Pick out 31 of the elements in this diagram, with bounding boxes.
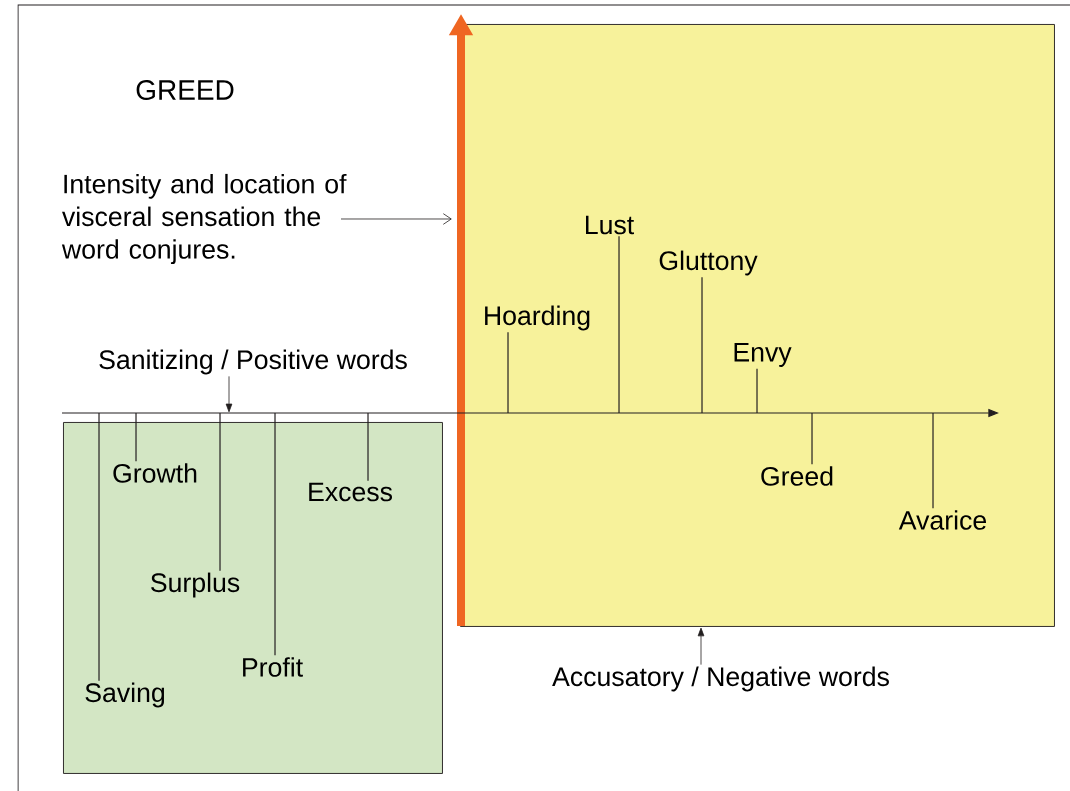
- word-label: Avarice: [898, 510, 986, 530]
- leader-line: [367, 412, 369, 482]
- leader-line: [811, 412, 813, 465]
- leader-line: [219, 412, 221, 572]
- word-label: Greed: [761, 466, 833, 486]
- arrow: [225, 375, 233, 413]
- word-group-box: [460, 24, 1055, 627]
- leader-line: [618, 235, 620, 414]
- word-label: Excess: [309, 482, 392, 502]
- description-text: Intensity and location of visceral sensation the word conjures.: [61, 173, 347, 265]
- leader-line: [98, 412, 100, 682]
- word-label: Hoarding: [485, 305, 590, 331]
- leader-line: [701, 276, 703, 414]
- word-label: Saving: [85, 682, 165, 708]
- word-label: Profit: [243, 657, 303, 677]
- leader-line: [756, 368, 758, 414]
- title: GREED: [136, 80, 234, 100]
- word-label: Growth: [113, 463, 197, 483]
- leader-line: [135, 412, 137, 462]
- arrow: [340, 213, 452, 225]
- arrow: [697, 627, 705, 666]
- word-label: Lust: [586, 215, 634, 235]
- category-label: Sanitizing / Positive words: [99, 349, 407, 375]
- word-label: Envy: [734, 343, 792, 367]
- word-label: Surplus: [151, 572, 240, 598]
- leader-line: [274, 412, 276, 656]
- word-group-box: [63, 422, 443, 774]
- word-label: Gluttony: [659, 250, 758, 276]
- category-label: Accusatory / Negative words: [552, 666, 889, 692]
- leader-line: [507, 331, 509, 414]
- leader-line: [932, 412, 934, 509]
